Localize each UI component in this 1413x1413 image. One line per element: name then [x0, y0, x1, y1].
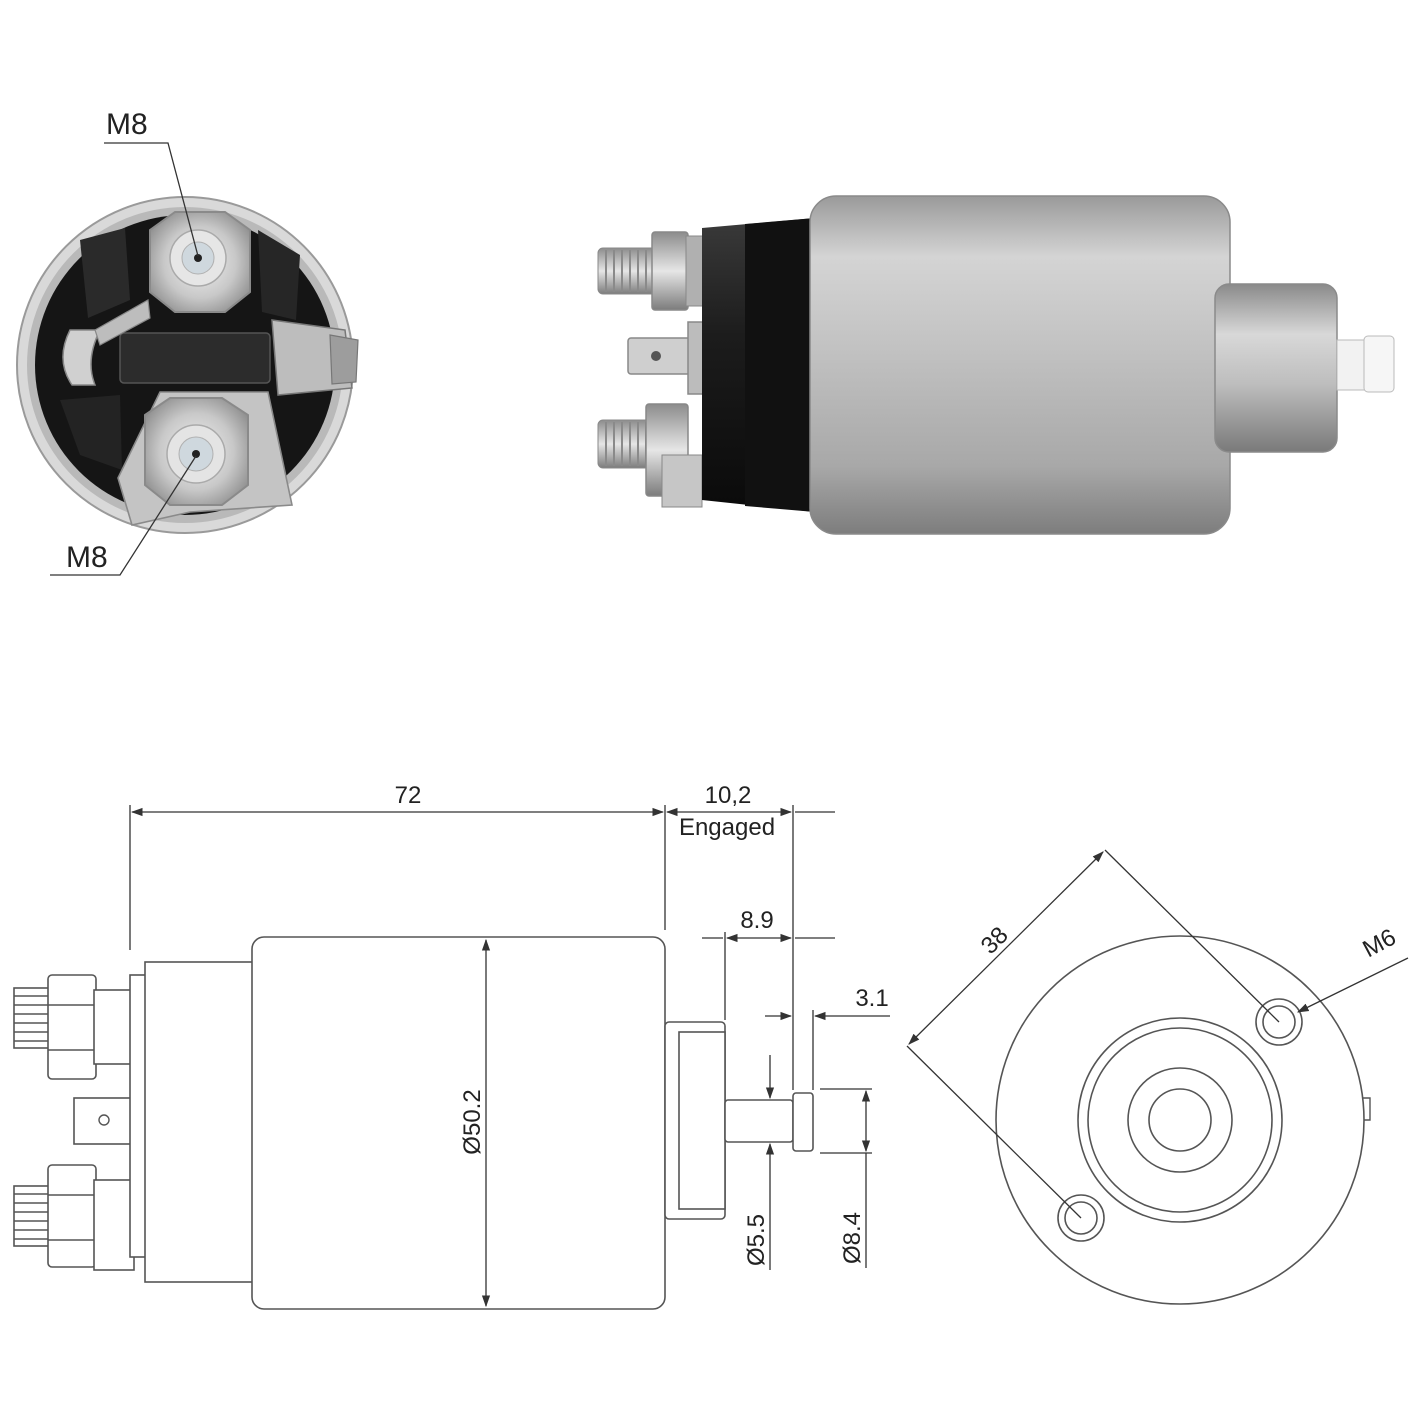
dim-label-10-2: 10,2 [705, 782, 752, 809]
dim-plunger-head-width: 3.1 [765, 985, 890, 1090]
dim-label-diameter-50-2: Ø50.2 [459, 1089, 486, 1154]
dim-plunger-travel: 10,2 Engaged [665, 782, 835, 1090]
callout-bottom-terminal: M8 [50, 455, 197, 576]
dim-shaft-diameter: Ø5.5 [743, 1055, 775, 1270]
drawing-side-view [13, 936, 814, 1310]
dim-body-diameter: Ø50.2 [459, 938, 491, 1308]
dim-label-3-1: 3.1 [855, 985, 888, 1012]
dim-label-8-9: 8.9 [740, 907, 773, 934]
dim-label-diameter-5-5: Ø5.5 [743, 1214, 770, 1266]
callout-label-m6: M6 [1358, 924, 1400, 963]
dim-overall-length: 72 [129, 782, 666, 950]
dim-plunger-offset: 8.9 [702, 907, 835, 1020]
dim-head-diameter: Ø8.4 [820, 1088, 872, 1268]
callout-top-terminal: M8 [104, 108, 199, 257]
drawing-end-view [995, 935, 1371, 1305]
dim-label-diameter-8-4: Ø8.4 [839, 1212, 866, 1264]
dim-label-engaged: Engaged [679, 814, 775, 841]
dim-label-38: 38 [976, 922, 1014, 960]
callout-label-bottom: M8 [66, 541, 108, 574]
photo-end-view [16, 196, 359, 534]
callout-label-top: M8 [106, 108, 148, 141]
dim-label-72: 72 [395, 782, 422, 809]
photo-side-view [597, 195, 1395, 535]
